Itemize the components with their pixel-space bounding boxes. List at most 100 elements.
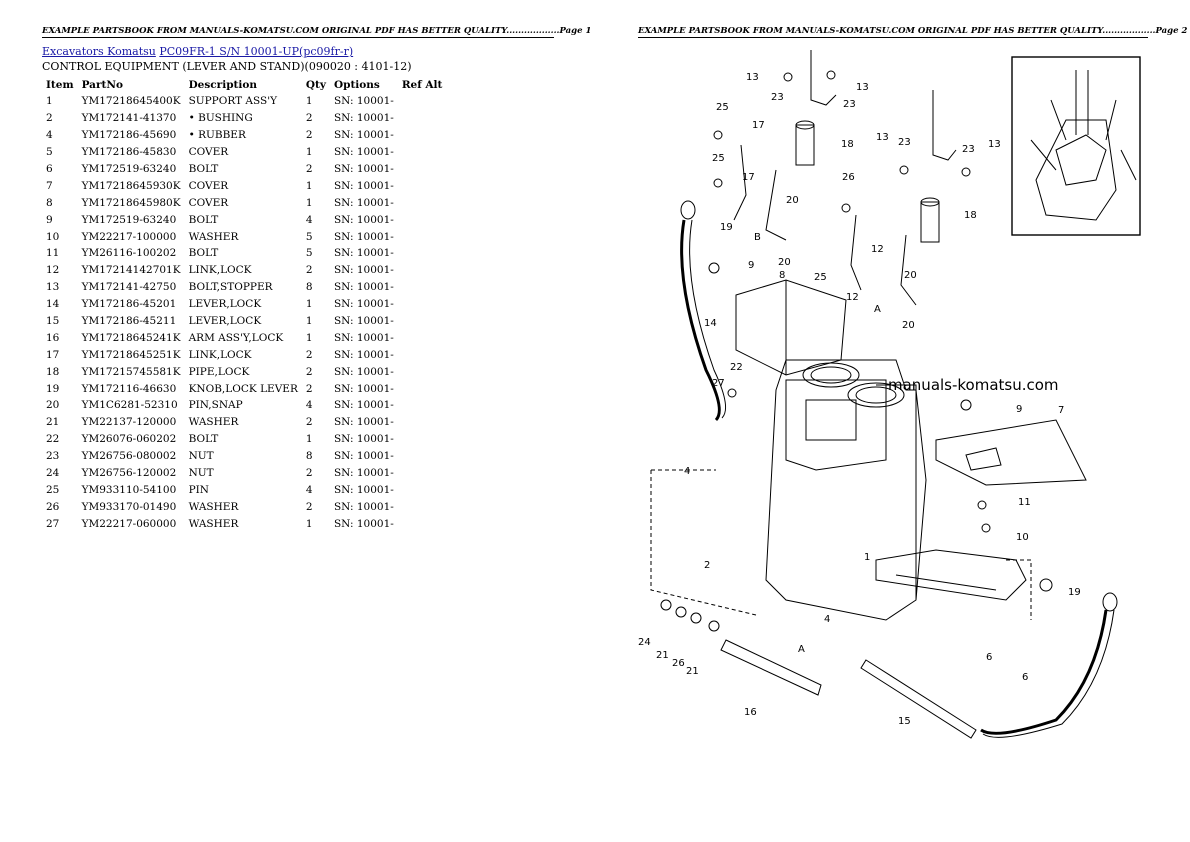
cell-item: 13 [46,281,60,294]
cell-item: 16 [46,331,60,344]
cell-partno: YM172186-45690 [81,129,177,142]
callout-6b: 6 [1022,672,1028,683]
column-header-partno: PartNo [81,78,123,91]
callout-19a: 19 [720,222,733,233]
cell-partno: YM22137-120000 [81,416,177,429]
cell-description: • BUSHING [188,112,253,125]
cell-partno: YM26756-080002 [81,450,177,463]
cell-options: SN: 10001- [333,230,394,243]
cell-ref-alt [398,194,447,211]
callout-22: 22 [730,362,743,373]
cell-ref-alt [398,127,447,144]
cell-ref-alt [398,414,447,431]
cell-qty: 4 [305,399,313,412]
cell-ref-alt [398,397,447,414]
cell-partno: YM26076-060202 [81,433,177,446]
cell-ref-alt [398,515,447,532]
cell-qty: 2 [305,112,313,125]
cell-description: BOLT [188,163,219,175]
cell-options: SN: 10001- [333,416,394,429]
cell-partno: YM17218645930K [81,179,181,192]
cell-ref-alt [398,346,447,363]
cell-ref-alt [398,329,447,346]
cell-options: SN: 10001- [333,298,394,311]
exploded-parts-diagram: 13 23 13 23 25 17 18 25 17 20 19 B 13 23… [638,50,1141,739]
cell-item: 17 [46,348,60,361]
column-header-ref-alt: Ref Alt [401,78,443,91]
section-title: CONTROL EQUIPMENT (LEVER AND STAND)(0900… [42,60,412,73]
cell-item: 19 [46,382,60,395]
cell-ref-alt [398,228,447,245]
cell-ref-alt [398,144,447,161]
cell-ref-alt [398,296,447,313]
callout-9b: 9 [1016,404,1022,415]
page-header-left: EXAMPLE PARTSBOOK FROM MANUALS-KOMATSU.C… [42,26,592,38]
callout-23a: 23 [771,92,784,103]
cell-partno: YM172519-63240 [81,213,177,226]
cell-item: 10 [46,230,60,243]
cell-ref-alt [398,481,447,498]
cell-item: 2 [46,112,53,125]
cell-partno: YM17215745581K [81,365,181,378]
cell-partno: YM17218645980K [81,196,181,209]
cell-description: NUT [188,467,214,480]
cell-item: 12 [46,264,60,277]
cell-ref-alt [398,161,447,178]
cell-item: 18 [46,365,60,378]
cell-description: BOLT,STOPPER [188,281,273,294]
callout-12b: 12 [846,292,859,303]
cell-item: 20 [46,399,60,412]
cell-options: SN: 10001- [333,281,394,294]
cell-qty: 5 [305,247,313,260]
callout-23c: 23 [898,137,911,148]
callout-1: 1 [864,552,870,563]
callout-7: 7 [1058,405,1064,416]
cell-item: 21 [46,416,60,429]
callout-24: 24 [638,637,651,648]
cell-partno: YM1C6281-52310 [81,399,178,412]
cell-ref-alt [398,279,447,296]
breadcrumb-link-model[interactable]: PC09FR-1 S/N 10001-UP(pc09fr-r) [159,45,354,58]
cell-options: SN: 10001- [333,450,394,463]
cell-partno: YM17214142701K [81,264,181,277]
cell-qty: 2 [305,264,313,277]
callout-6a: 6 [986,652,992,663]
breadcrumb-link-excavators[interactable]: Excavators Komatsu [42,45,156,58]
callout-13b: 13 [856,82,869,93]
cell-ref-alt [398,380,447,397]
cell-partno: YM172186-45830 [81,146,177,159]
cell-partno: YM172141-41370 [81,112,177,125]
cell-partno: YM172186-45211 [81,315,177,328]
cell-ref-alt [398,465,447,482]
cell-description: WASHER [188,230,239,243]
cell-options: SN: 10001- [333,483,394,496]
cell-partno: YM933170-01490 [81,500,177,513]
cell-description: PIN,SNAP [188,399,243,412]
cell-ref-alt [398,431,447,448]
cell-options: SN: 10001- [333,433,394,446]
cell-options: SN: 10001- [333,315,394,328]
cell-description: WASHER [188,500,239,513]
callout-16: 16 [744,707,757,718]
cell-qty: 1 [305,517,313,530]
callout-20c: 20 [778,257,791,268]
cell-partno: YM172519-63240 [81,163,177,175]
cell-options: SN: 10001- [333,500,394,513]
table-header-row: Item PartNo Description Qty Options Ref … [42,76,446,93]
cell-description: PIPE,LOCK [188,365,250,378]
cell-item: 25 [46,483,60,496]
callout-25c: 25 [814,272,827,283]
callout-18b: 18 [964,210,977,221]
cell-item: 7 [46,179,53,192]
cell-qty: 1 [305,315,313,328]
